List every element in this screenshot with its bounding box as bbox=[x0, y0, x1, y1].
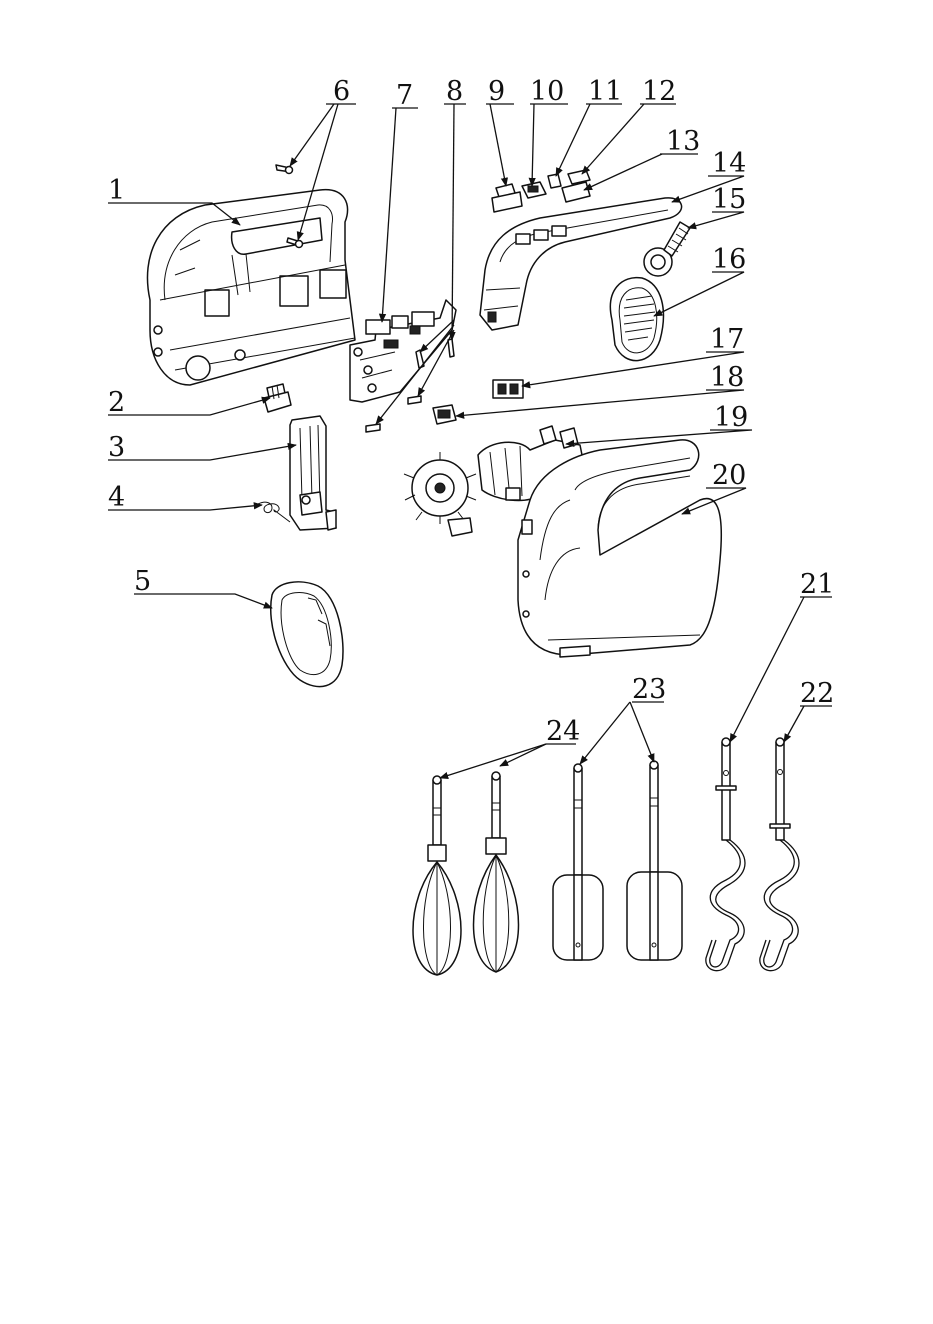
label-16: 16 bbox=[712, 244, 746, 275]
label-22: 22 bbox=[800, 678, 834, 709]
part-4-spring bbox=[258, 502, 290, 522]
label-1: 1 bbox=[108, 175, 125, 206]
part-17-bracket bbox=[493, 380, 523, 398]
part-16-vent-grille bbox=[610, 278, 663, 361]
label-3: 3 bbox=[108, 432, 125, 463]
label-4: 4 bbox=[108, 482, 125, 513]
label-7: 7 bbox=[396, 80, 413, 111]
label-14: 14 bbox=[712, 148, 746, 179]
part-1-left-housing bbox=[147, 190, 355, 385]
part-15-cord-protector bbox=[644, 222, 690, 276]
part-7-pcb bbox=[350, 300, 456, 402]
label-10: 10 bbox=[530, 76, 564, 107]
label-23: 23 bbox=[632, 674, 666, 705]
part-23-flat-beaters bbox=[553, 761, 682, 960]
label-18: 18 bbox=[710, 362, 744, 393]
label-19: 19 bbox=[714, 402, 748, 433]
parts-9-13-buttons bbox=[492, 170, 590, 212]
label-24: 24 bbox=[546, 716, 580, 747]
label-12: 12 bbox=[642, 76, 676, 107]
label-21: 21 bbox=[800, 569, 834, 600]
part-number-labels: 1 2 3 4 5 6 7 8 9 10 11 12 13 14 15 16 1… bbox=[108, 76, 834, 747]
part-5-rear-cover bbox=[271, 582, 343, 687]
label-20: 20 bbox=[712, 460, 746, 491]
label-13: 13 bbox=[666, 126, 700, 157]
label-17: 17 bbox=[710, 324, 744, 355]
label-6: 6 bbox=[333, 76, 350, 107]
label-11: 11 bbox=[588, 76, 622, 107]
label-5: 5 bbox=[134, 566, 151, 597]
part-3-switch-slider bbox=[290, 416, 336, 530]
label-15: 15 bbox=[712, 184, 746, 215]
label-2: 2 bbox=[108, 387, 125, 418]
part-24-balloon-whisks bbox=[413, 772, 519, 975]
parts-21-22-dough-hooks bbox=[706, 738, 799, 971]
label-9: 9 bbox=[488, 76, 505, 107]
label-8: 8 bbox=[446, 76, 463, 107]
part-18-block bbox=[433, 405, 456, 424]
